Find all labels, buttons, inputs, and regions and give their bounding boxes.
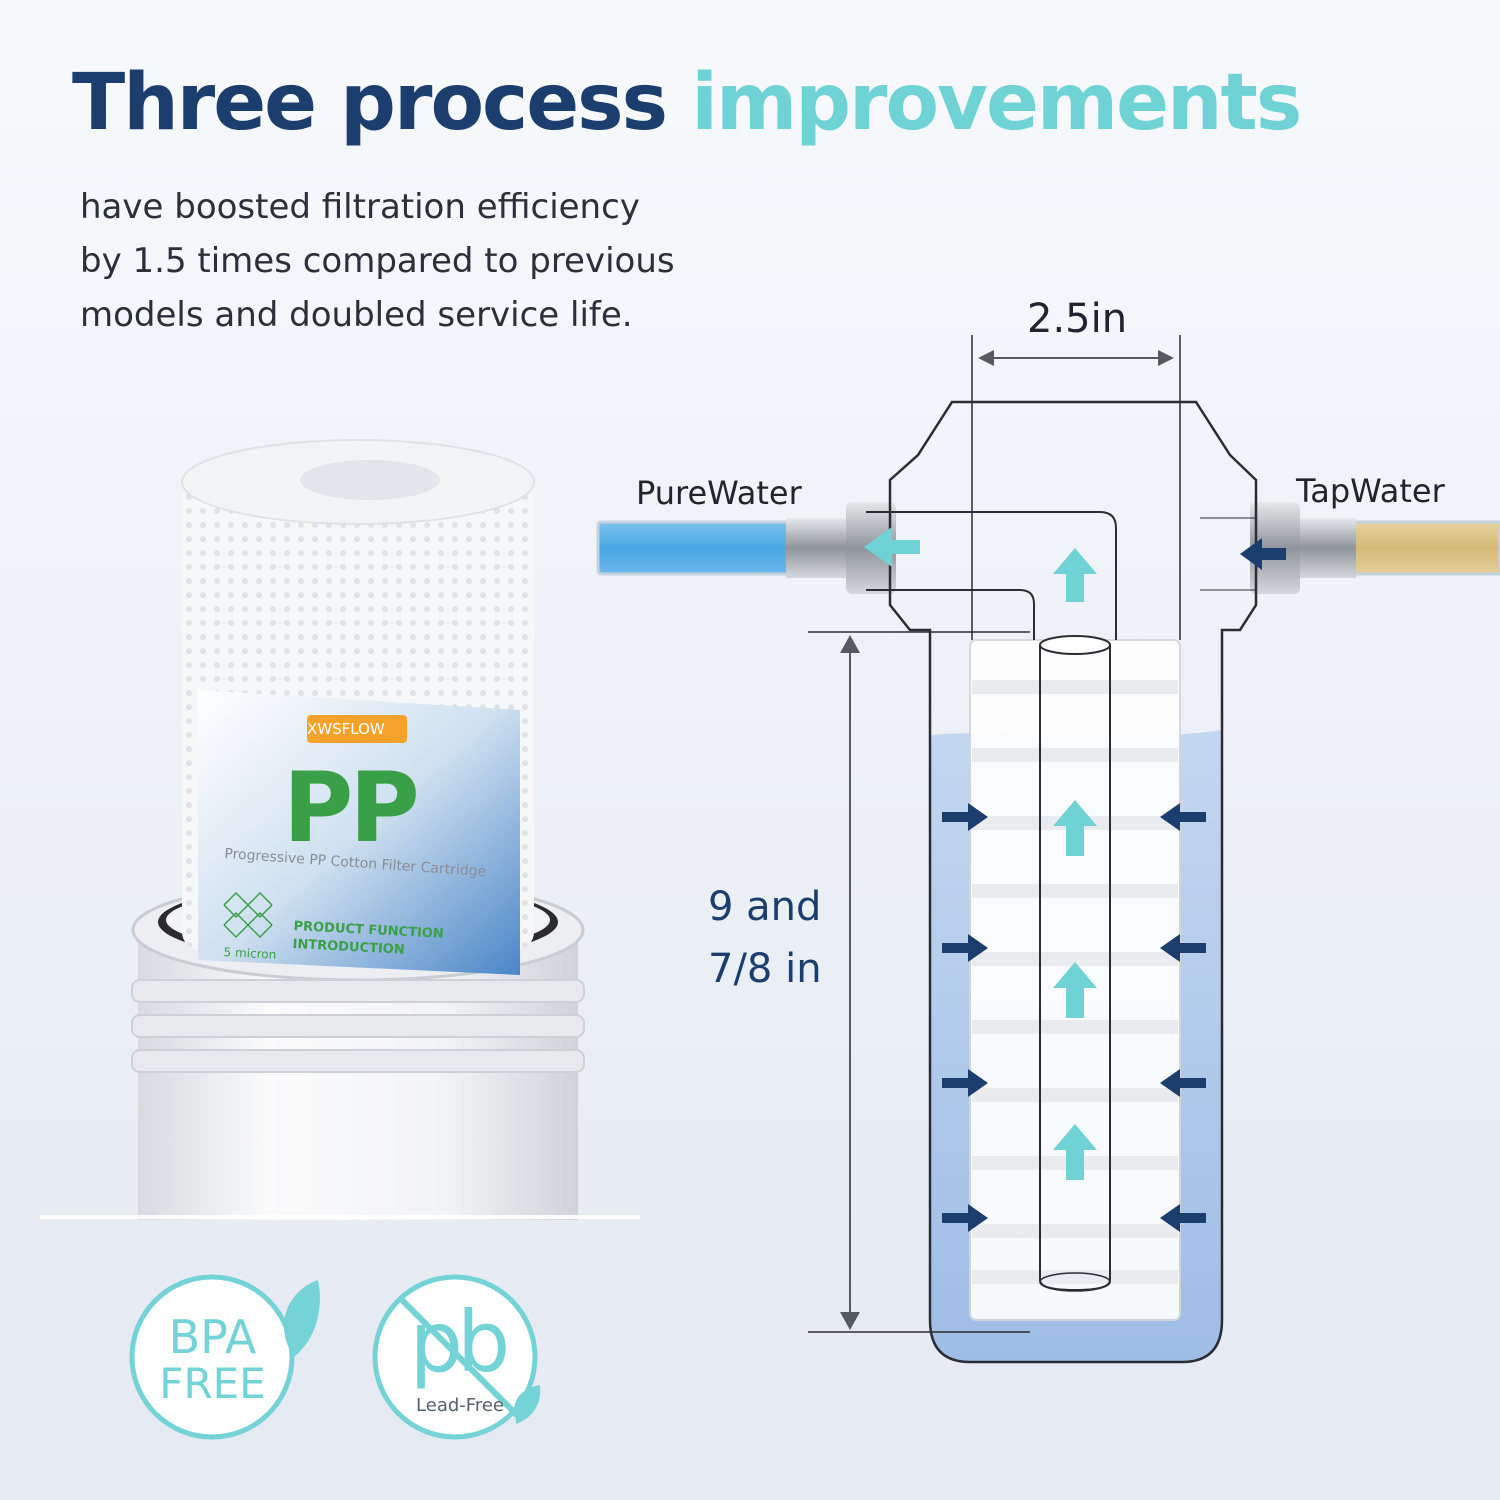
description-line-2: by 1.5 times compared to previous: [80, 241, 675, 281]
free-label: FREE: [159, 1359, 266, 1408]
flow-arrows: [864, 527, 1097, 1180]
width-label: 2.5in: [1027, 296, 1128, 342]
inlet-fitting: [1296, 518, 1356, 578]
brand-tag: [307, 715, 407, 743]
outlet-fitting: [786, 518, 846, 578]
pure-water-label: PureWater: [636, 474, 802, 512]
outlet-flow-arrow: [864, 527, 920, 567]
inlet-flow-arrow: [1240, 538, 1286, 570]
pressure-arrows: [942, 538, 1286, 1232]
flow-arrow-up: [1053, 962, 1097, 1018]
housing-outline: [888, 400, 1258, 1364]
cartridge-brand: XWSFLOW: [307, 720, 385, 738]
height-label-line-2: 7/8 in: [708, 946, 822, 992]
description-line-1: have boosted filtration efficiency: [80, 187, 640, 227]
leaf-icon: [514, 1385, 541, 1424]
title-part-accent: improvements: [691, 58, 1302, 148]
page-title: Three process improvements: [72, 58, 1302, 148]
title-part-dark: Three process: [72, 58, 668, 148]
prohibit-slash-icon: [397, 1295, 523, 1421]
mesh-icon: [223, 891, 273, 939]
height-label: 9 and 7/8 in: [708, 876, 822, 1000]
description: have boosted filtration efficiency by 1.…: [80, 180, 720, 342]
flow-arrow-up: [1053, 548, 1097, 602]
bpa-label: BPA: [168, 1310, 257, 1364]
height-label-line-1: 9 and: [708, 884, 822, 930]
leaf-icon: [284, 1280, 320, 1360]
tap-water-label: TapWater: [1296, 472, 1445, 510]
description-line-3: models and doubled service life.: [80, 295, 633, 335]
flow-arrow-up: [1053, 1124, 1097, 1180]
core-tube: [1039, 645, 1111, 1292]
lead-symbol: pb: [409, 1293, 511, 1391]
tap-water-pipe: [1350, 520, 1500, 576]
cartridge-label: [198, 690, 520, 975]
pure-water-pipe: [596, 520, 800, 576]
flow-arrow-up: [1053, 800, 1097, 856]
cartridge-type: PP: [283, 752, 420, 864]
lead-free-label: Lead-Free: [416, 1395, 504, 1416]
